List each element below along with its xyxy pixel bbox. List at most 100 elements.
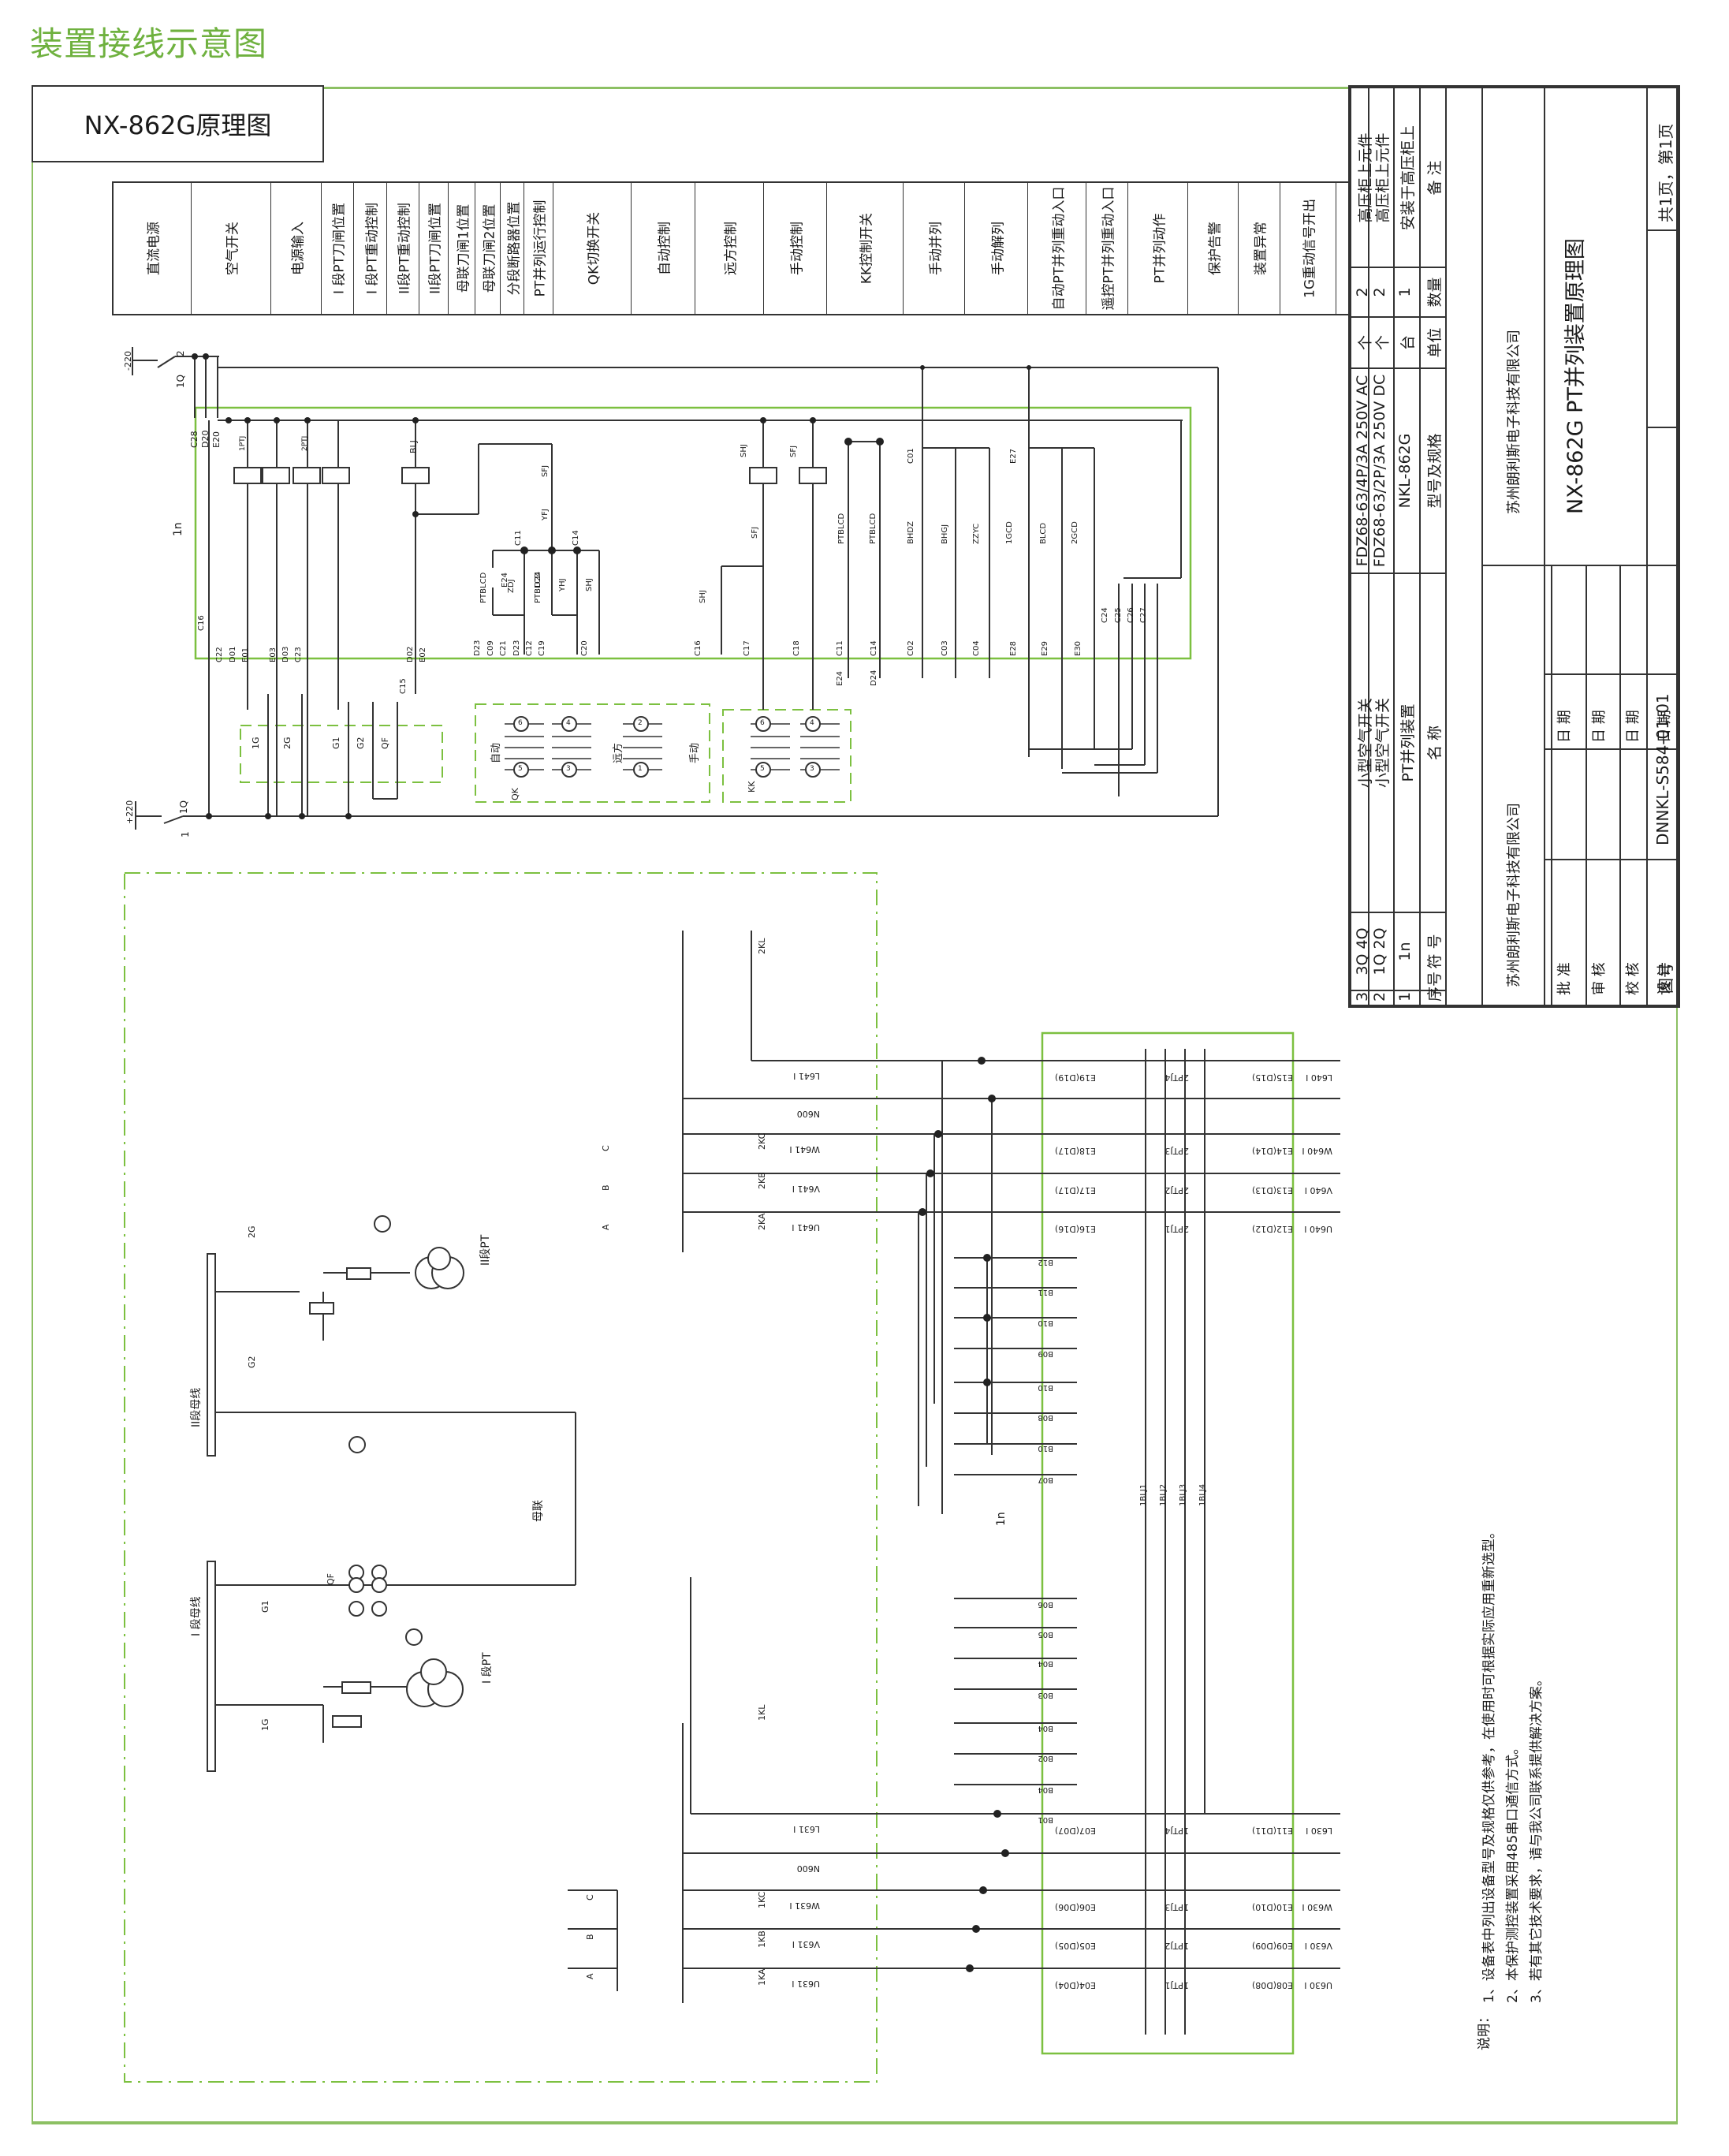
equipment-no: 1 <box>1396 991 1414 1002</box>
blj-contact-label: 1BLJ3 <box>1179 1483 1187 1506</box>
terminal-label: D23 <box>473 640 482 656</box>
header-column: KK控制开关 <box>827 183 904 314</box>
breaker-pin: 1 <box>180 831 191 837</box>
b-terminal-label: B09 <box>1038 1349 1053 1358</box>
pt-switch-label: 2KA <box>757 1213 767 1230</box>
equipment-header-symbol: 符 号 <box>1426 934 1444 969</box>
header-column: I 段PT刀闸位置 <box>322 183 354 314</box>
pt-switch-label: 2KB <box>757 1172 767 1189</box>
terminal-label: D24 <box>870 670 878 686</box>
pt-switch-label: 1KA <box>757 1968 767 1986</box>
terminal-label: C09 <box>486 640 495 656</box>
equipment-qty: 1 <box>1396 287 1414 297</box>
equipment-header-model: 型号及规格 <box>1426 433 1444 509</box>
pt-line-label: U641 I <box>792 1222 820 1233</box>
header-column: PT并列运行控制 <box>524 183 553 314</box>
note-item: 3、若有其它技术要求，请与我公司联系提供解决方案。 <box>1529 1673 1545 2003</box>
equipment-model: FDZ68-63/4P/3A 250V AC <box>1354 375 1371 567</box>
pt-terminal-label: E12(D12) <box>1252 1224 1293 1234</box>
terminal-label: C11 <box>836 640 844 656</box>
equipment-header-qty: 数量 <box>1426 277 1444 308</box>
pt-terminal-label: E05(D05) <box>1055 1941 1096 1951</box>
switch-g2-label: G2 <box>247 1356 257 1368</box>
contact-yhj-label: YHJ <box>558 578 567 591</box>
pt-terminal-label: E09(D09) <box>1252 1941 1293 1951</box>
equipment-unit: 台 <box>1399 335 1417 351</box>
sign-role: 设 计 <box>1656 962 1673 995</box>
phase-label: C <box>585 1894 595 1900</box>
terminal-label: C27 <box>1139 607 1148 623</box>
kk-pin: 4 <box>810 719 814 727</box>
pt-output-label: W640 I <box>1302 1146 1332 1156</box>
pt-line-label: L641 I <box>793 1071 820 1081</box>
terminal-label: C21 <box>499 640 508 656</box>
sign-date-label: 日 期 <box>1625 710 1641 743</box>
terminal-label: C25 <box>1114 607 1123 623</box>
b-terminal-label: B04 <box>1038 1724 1053 1733</box>
b-terminal-label: B10 <box>1038 1383 1053 1392</box>
equipment-qty: 2 <box>1371 287 1388 297</box>
terminal-label: C26 <box>1127 607 1135 623</box>
pt-terminal-label: E06(D06) <box>1055 1902 1096 1912</box>
contact-shj-label: SHJ <box>740 444 748 457</box>
header-column: 遥控PT并列重动入口 <box>1086 183 1128 314</box>
sign-role: 审 核 <box>1591 962 1608 995</box>
qk-pin: 1 <box>638 765 643 773</box>
aux-switch-label: G1 <box>331 737 341 749</box>
pt-line-label: N600 <box>796 1863 820 1874</box>
pt-terminal-label: E04(D04) <box>1055 1980 1096 1990</box>
phase-label: A <box>601 1224 611 1230</box>
header-column: 分段断路器位置 <box>501 183 524 314</box>
header-column: 保护告警 <box>1188 183 1239 314</box>
equipment-header-name: 名 称 <box>1426 725 1444 761</box>
pt-contact-label: 1PTJ2 <box>1164 1941 1189 1951</box>
phase-label: A <box>585 1973 595 1979</box>
header-column: I 段PT重动控制 <box>354 183 387 314</box>
aux-switch-label: 1G <box>251 737 261 749</box>
header-column: 空气开关 <box>192 183 271 314</box>
kk-pin: 5 <box>760 765 765 773</box>
equipment-model: FDZ68-63/2P/3A 250V DC <box>1371 374 1388 568</box>
terminal-label: E28 <box>1009 640 1018 656</box>
blj-contact-label: 1BLJ1 <box>1139 1483 1148 1506</box>
header-column: PT并列动作 <box>1128 183 1188 314</box>
header-column: 远方控制 <box>695 183 764 314</box>
pt-line-label: L631 I <box>793 1824 820 1834</box>
contact-ptblcd-label: PTBLCD <box>837 513 846 544</box>
pt-line-label: N600 <box>796 1109 820 1119</box>
b-terminal-label: B12 <box>1038 1258 1053 1266</box>
switch-qf-label: QF <box>326 1573 336 1585</box>
equipment-no: 2 <box>1371 991 1388 1002</box>
breaker-1q-label: 1Q <box>178 800 189 814</box>
pt-terminal-label: E07(D07) <box>1055 1826 1096 1836</box>
terminal-label: D01 <box>229 646 237 662</box>
contact-2gcd-label: 2GCD <box>1071 521 1079 544</box>
sign-date-label: 日 期 <box>1656 710 1673 743</box>
note-item: 2、本保护测控装置采用485串口通信方式。 <box>1505 1740 1521 2003</box>
company-name: 苏州朗利斯电子科技有限公司 <box>1506 803 1522 987</box>
pt-output-label: U640 I <box>1304 1224 1332 1234</box>
pt-output-label: W630 I <box>1302 1902 1332 1912</box>
pt-contact-label: 1PTJ3 <box>1164 1902 1189 1912</box>
b-terminal-label: B04 <box>1038 1785 1053 1794</box>
equipment-header-unit: 单位 <box>1426 327 1444 358</box>
header-column: 母联刀闸2位置 <box>475 183 501 314</box>
relay-blj-label: BLJ <box>408 440 419 453</box>
terminal-label: C20 <box>580 640 589 656</box>
bus-tie-label: 母联 <box>532 1500 545 1522</box>
terminal-label: C14 <box>572 530 580 546</box>
sign-date-label: 日 期 <box>1556 710 1573 743</box>
contact-zzyc-label: ZZYC <box>972 523 981 544</box>
doc-title: NX-862G原理图 <box>84 110 272 140</box>
drawing-title: NX-862G PT并列装置原理图 <box>1563 238 1588 514</box>
pt-switch-label: 1KB <box>757 1930 767 1948</box>
pt-terminal-label: E13(D13) <box>1252 1185 1293 1195</box>
qk-pin: 4 <box>566 719 571 727</box>
terminal-label: E29 <box>1041 640 1049 656</box>
bus-i-label: I 段母线 <box>190 1596 203 1636</box>
terminal-label: D23 <box>512 640 521 656</box>
equipment-symbol: 1Q 2Q <box>1371 927 1388 975</box>
pt-line-label: V641 I <box>792 1184 820 1194</box>
qk-pin: 2 <box>638 719 643 727</box>
